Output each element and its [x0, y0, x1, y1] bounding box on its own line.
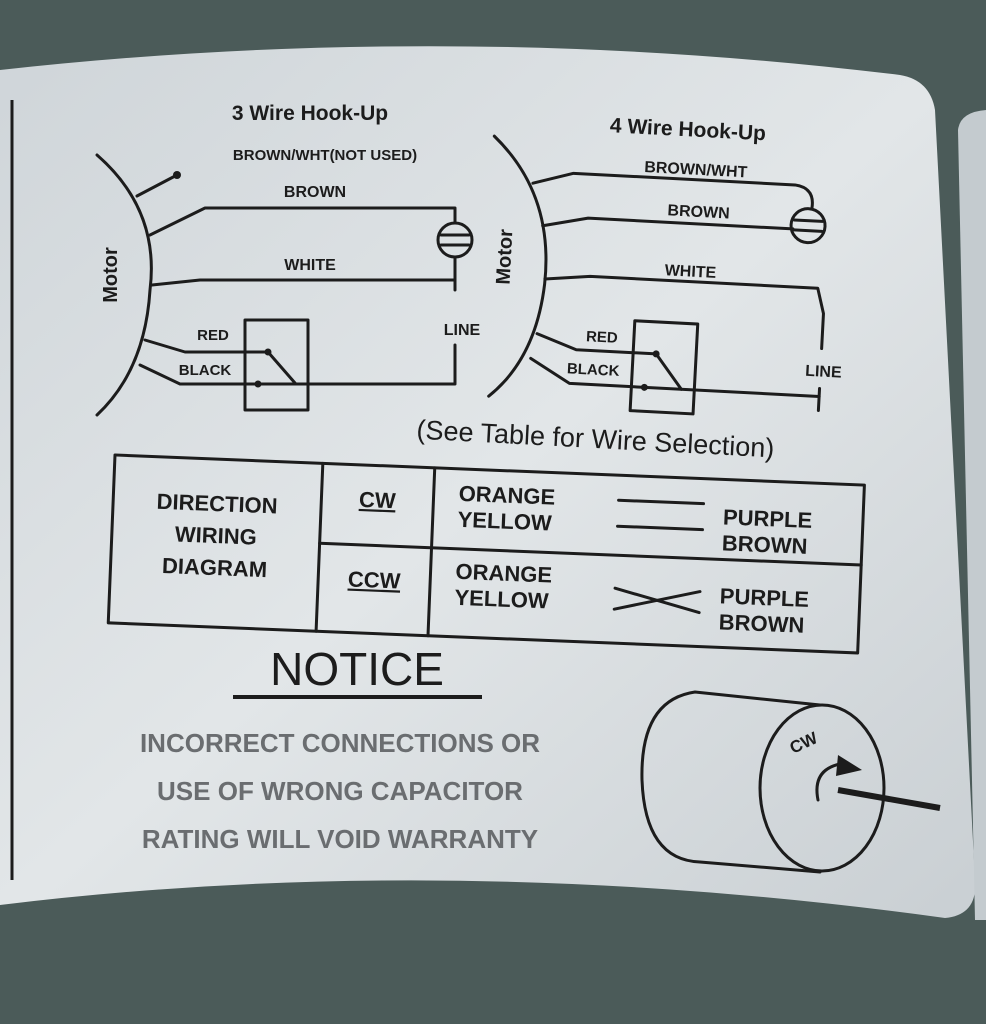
motor-arc [95, 153, 153, 417]
direction-cw: CW [359, 487, 397, 513]
three-wire-diagram: 3 Wire Hook-Up BROWN/WHT(NOT USED) Motor… [95, 102, 481, 417]
white-wire [150, 278, 457, 287]
switch-box [243, 318, 310, 412]
switch-box [628, 319, 700, 416]
notice-line: USE OF WRONG CAPACITOR [157, 776, 523, 806]
four-wire-white-label: WHITE [664, 262, 717, 282]
table-header-line: WIRING [174, 521, 257, 549]
black-wire [529, 356, 821, 398]
brown-wire [148, 206, 457, 237]
right-wire: BROWN [718, 609, 804, 637]
table-row-ccw: CCW ORANGE YELLOW PURPLE BROWN [347, 559, 809, 638]
three-wire-unused-label: BROWN/WHT(NOT USED) [233, 147, 417, 164]
left-wire: ORANGE [455, 559, 552, 588]
three-wire-brown-label: BROWN [284, 184, 346, 201]
four-wire-brown-label: BROWN [667, 202, 730, 222]
three-wire-motor-label: Motor [100, 247, 122, 303]
wire-end-dot [173, 171, 181, 179]
four-wire-diagram: 4 Wire Hook-Up BROWN/WHT Motor BROWN WHI… [487, 114, 843, 416]
red-wire [143, 338, 297, 385]
four-wire-motor-label: Motor [493, 228, 518, 285]
right-wire: BROWN [721, 530, 807, 558]
unused-wire [135, 173, 179, 198]
adjacent-label [958, 110, 986, 920]
notice-title: NOTICE [270, 643, 444, 695]
left-wire: YELLOW [457, 507, 552, 536]
direction-wiring-table: DIRECTION WIRING DIAGRAM CW ORANGE YELLO… [106, 453, 866, 655]
brown-wht-wire [531, 171, 814, 210]
three-wire-red-label: RED [197, 327, 229, 344]
brown-wire [541, 216, 795, 231]
left-wire: ORANGE [458, 481, 555, 510]
table-header-line: DIAGRAM [162, 553, 268, 582]
four-wire-red-label: RED [586, 328, 619, 347]
three-wire-white-label: WHITE [284, 257, 336, 274]
table-header-line: DIRECTION [156, 489, 278, 519]
four-wire-brown-wht-label: BROWN/WHT [644, 159, 748, 181]
notice-line: RATING WILL VOID WARRANTY [142, 824, 538, 854]
label-sticker [0, 46, 976, 918]
left-wire: YELLOW [454, 585, 549, 614]
right-wire: PURPLE [723, 504, 813, 533]
three-wire-title: 3 Wire Hook-Up [232, 102, 388, 125]
red-wire [535, 332, 683, 391]
black-wire [138, 363, 457, 386]
right-wire: PURPLE [719, 583, 809, 612]
direction-ccw: CCW [347, 566, 401, 593]
three-wire-line-label: LINE [444, 322, 481, 339]
three-wire-black-label: BLACK [179, 362, 232, 379]
four-wire-line-label: LINE [805, 363, 843, 382]
four-wire-black-label: BLACK [567, 360, 620, 380]
white-line-wire [543, 274, 825, 412]
capacitor-icon [789, 207, 827, 245]
motor-arc [487, 134, 548, 398]
notice-line: INCORRECT CONNECTIONS OR [140, 728, 540, 758]
table-row-cw: CW ORANGE YELLOW PURPLE BROWN [359, 481, 813, 559]
